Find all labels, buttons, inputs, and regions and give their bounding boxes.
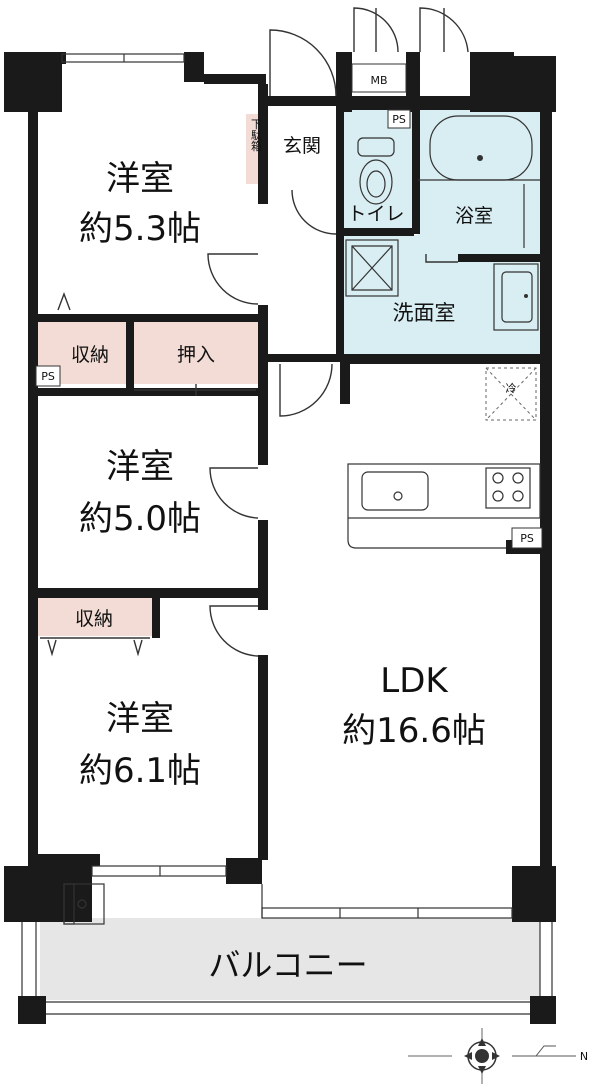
entrance-label: 玄関	[283, 135, 321, 157]
tag-boxes	[35, 63, 543, 549]
toilet-label: トイレ	[347, 203, 404, 225]
closet-door	[134, 384, 256, 396]
storage1-door	[57, 292, 71, 311]
wash-basin	[493, 263, 539, 331]
column-bottom-right	[512, 866, 556, 922]
storage2-label: 収納	[75, 608, 113, 630]
balcony-post-right	[530, 996, 556, 1024]
room3-door	[209, 605, 259, 657]
wall-entrance-right	[336, 110, 344, 355]
north-label: N	[580, 1050, 588, 1063]
entrance-door	[269, 29, 337, 97]
room2-name: 洋室	[106, 447, 174, 487]
fridge-tag: 冷	[506, 382, 517, 395]
ps-tag-left: PS	[41, 370, 55, 383]
wall-toilet-bottom	[342, 228, 414, 236]
window-room1	[61, 53, 185, 63]
bathroom-label: 浴室	[455, 205, 493, 227]
wall-left	[28, 55, 38, 885]
wall-room3-bottom-left	[38, 854, 100, 866]
wall-wet-top	[336, 96, 546, 110]
wall-entrance-top	[266, 96, 336, 106]
bath-door	[425, 254, 458, 263]
wall-hall-bottom	[266, 354, 342, 362]
toilet-fixture	[357, 137, 395, 205]
ldk-size: 約16.6帖	[342, 711, 486, 751]
wall-room1-right-a	[258, 84, 268, 204]
washing-machine-pan	[345, 239, 399, 297]
room3-size: 約6.1帖	[79, 751, 201, 791]
shoe-box-label: 下駄箱	[250, 119, 263, 153]
column-top-left	[4, 52, 62, 112]
wall-toilet-right	[412, 110, 420, 234]
room1-name: 洋室	[106, 159, 174, 199]
storage1-label: 収納	[71, 344, 109, 366]
balcony-floor	[40, 918, 540, 1000]
washroom-label: 洗面室	[393, 301, 456, 325]
kitchen-counter	[347, 463, 541, 549]
walls	[4, 52, 556, 1024]
ac-unit	[63, 883, 105, 925]
column-bottom-mid	[226, 858, 262, 884]
closet-floor	[134, 322, 258, 384]
wall-room2-bottom	[38, 588, 266, 598]
wall-room3-right	[258, 655, 268, 860]
room1-size: 約5.3帖	[79, 209, 201, 249]
hall-door-arc	[291, 189, 337, 235]
room3-name: 洋室	[106, 699, 174, 739]
mb-door-left	[353, 7, 399, 53]
storage-2-floor	[38, 598, 152, 636]
fridge-space	[485, 367, 537, 421]
closet-label: 押入	[177, 344, 215, 366]
floor-fills	[38, 110, 540, 1000]
room2-size: 約5.0帖	[79, 499, 201, 539]
ps-tag-top: PS	[392, 113, 406, 126]
mb-door-right	[419, 7, 469, 53]
room2-door	[209, 467, 259, 519]
wall-room1-bottom	[38, 314, 266, 322]
windows	[21, 53, 553, 1015]
window-ldk	[261, 907, 513, 919]
washroom-floor	[342, 235, 540, 355]
window-room3	[91, 865, 227, 877]
fixtures	[63, 115, 541, 925]
mb-tag: MB	[370, 74, 387, 87]
ps-tag-kitchen: PS	[520, 532, 534, 545]
wall-top-jog	[184, 52, 204, 82]
wall-room2-right-a	[258, 395, 268, 465]
wall-room2-top	[38, 388, 266, 396]
bathtub-fixture	[418, 115, 540, 248]
wall-room1-right-b	[258, 305, 268, 395]
wall-top-mid	[204, 74, 266, 84]
wall-right	[540, 110, 552, 880]
entrance-floor	[270, 110, 336, 180]
wall-washroom-bottom	[342, 354, 546, 364]
compass-icon	[408, 1028, 576, 1084]
ldk-name: LDK	[380, 661, 449, 701]
storage2-door	[40, 637, 150, 657]
wall-storage-divider	[126, 322, 134, 390]
wall-storage2-right	[152, 598, 160, 638]
wall-room2-right-b	[258, 520, 268, 610]
balcony-label: バルコニー	[208, 946, 367, 984]
doors	[40, 7, 469, 657]
room1-door	[207, 253, 259, 305]
wall-bath-bottom-right	[458, 254, 540, 262]
column-bottom-left	[4, 866, 92, 922]
wall-ldk-stub	[340, 362, 350, 404]
toilet-floor	[342, 110, 414, 235]
ldk-door	[279, 363, 333, 417]
balcony-post-left	[18, 996, 46, 1024]
